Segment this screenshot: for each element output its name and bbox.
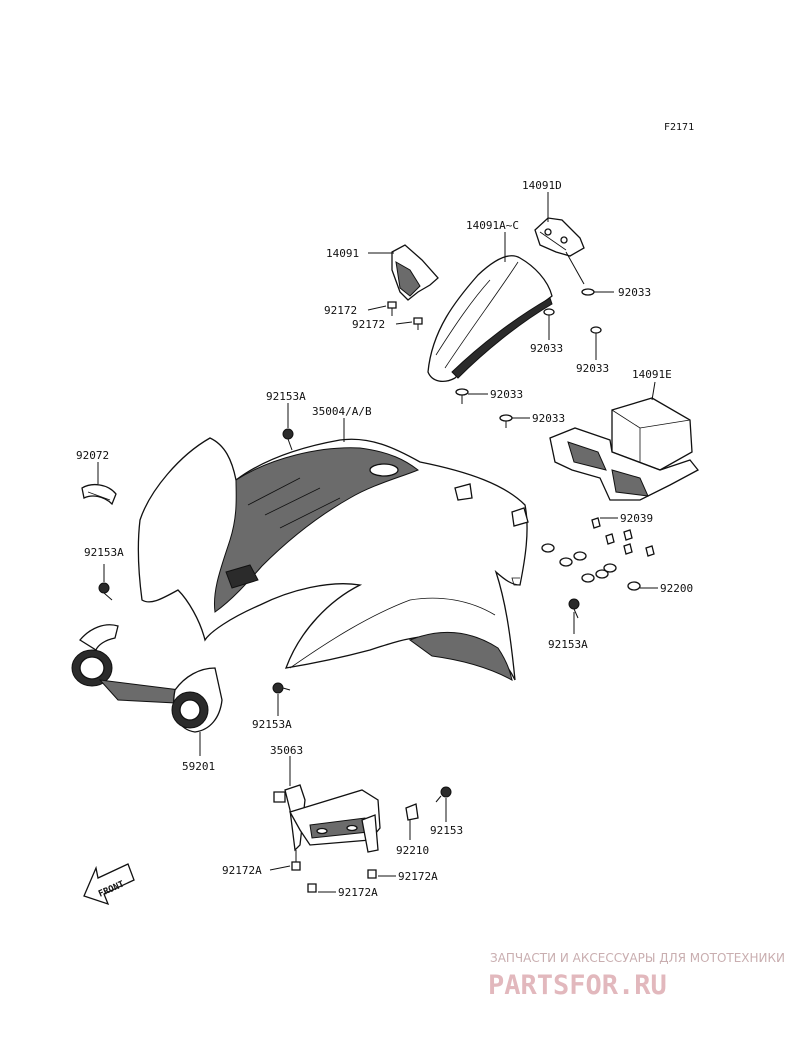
- part-labels: 14091D 14091A~C 14091 92033 92172 92172 …: [76, 179, 693, 899]
- front-arrow: FRONT: [83, 863, 135, 906]
- label-92210: 92210: [396, 844, 429, 857]
- label-92033-d: 92033: [490, 388, 523, 401]
- label-92153: 92153: [430, 824, 463, 837]
- label-92153A-d: 92153A: [252, 718, 292, 731]
- label-92172-b: 92172: [352, 318, 385, 331]
- meter-cover-drawing: [427, 255, 553, 383]
- label-92200: 92200: [660, 582, 693, 595]
- label-92153A-c: 92153A: [548, 638, 588, 651]
- label-92172A-a: 92172A: [222, 864, 262, 877]
- label-92033-c: 92033: [576, 362, 609, 375]
- label-92033-b: 92033: [530, 342, 563, 355]
- label-92033-e: 92033: [532, 412, 565, 425]
- headlight-59201-drawing: [71, 624, 223, 733]
- label-92039: 92039: [620, 512, 653, 525]
- label-92072: 92072: [76, 449, 109, 462]
- cover-14091E-drawing: [549, 397, 699, 501]
- label-92172-a: 92172: [324, 304, 357, 317]
- label-14091E: 14091E: [632, 368, 672, 381]
- label-14091D: 14091D: [522, 179, 562, 192]
- label-92153A-b: 92153A: [84, 546, 124, 559]
- watermark-tagline: ЗАПЧАСТИ И АКСЕССУАРЫ ДЛЯ МОТОТЕХНИКИ: [490, 951, 785, 965]
- label-59201: 59201: [182, 760, 215, 773]
- label-14091A-C: 14091A~C: [466, 219, 519, 232]
- bracket-35063-drawing: [273, 784, 381, 853]
- fasteners-drawing: [98, 288, 655, 893]
- watermark-brand: PARTSFOR.RU: [488, 970, 667, 1001]
- front-fender-drawing: [137, 437, 529, 681]
- bracket-14091-drawing: [391, 244, 439, 301]
- figure-id: F2171: [664, 122, 694, 133]
- label-35063: 35063: [270, 744, 303, 757]
- label-92172A-b: 92172A: [398, 870, 438, 883]
- label-92033-a: 92033: [618, 286, 651, 299]
- bracket-14091D-drawing: [534, 217, 585, 257]
- label-35004: 35004/A/B: [312, 405, 372, 418]
- clip-92072-drawing: [81, 483, 117, 506]
- label-92153A-a: 92153A: [266, 390, 306, 403]
- label-92172A-c: 92172A: [338, 886, 378, 899]
- watermark: ЗАПЧАСТИ И АКСЕССУАРЫ ДЛЯ МОТОТЕХНИКИ PA…: [488, 951, 785, 1001]
- leader-lines: [97, 192, 658, 893]
- label-14091: 14091: [326, 247, 359, 260]
